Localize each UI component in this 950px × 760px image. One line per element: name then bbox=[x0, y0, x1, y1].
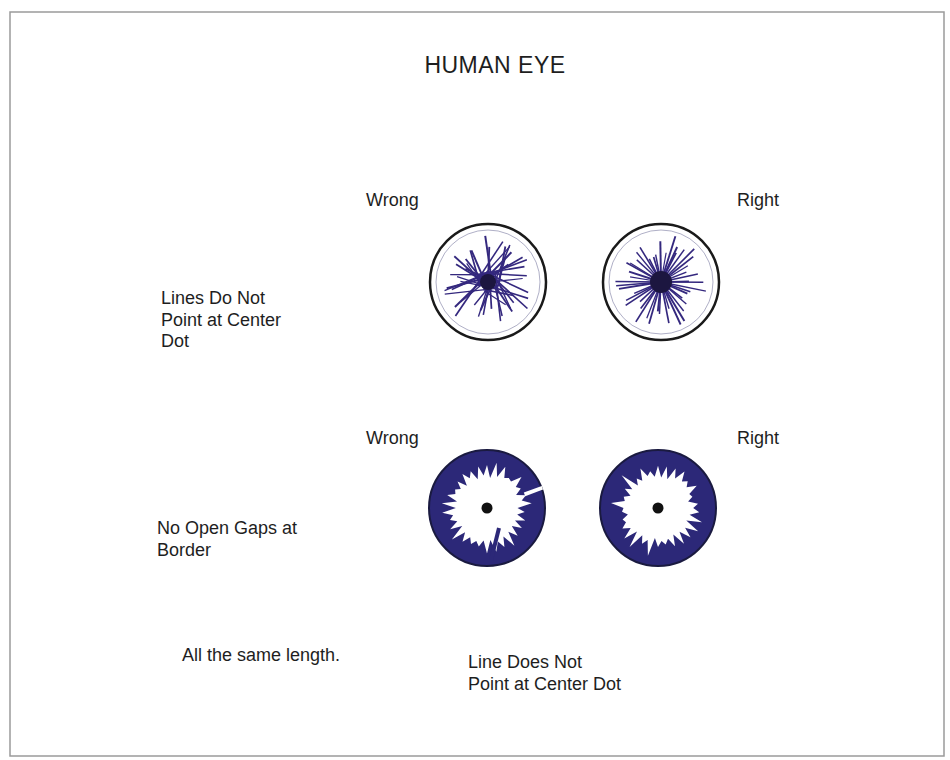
iris-pattern bbox=[611, 466, 702, 556]
verdict-label: Right bbox=[737, 190, 817, 212]
eye-inner-ring bbox=[609, 230, 713, 334]
note-label: No Open Gaps at Border bbox=[157, 518, 327, 561]
eye-outline bbox=[603, 224, 719, 340]
diagram-title: HUMAN EYE bbox=[345, 52, 645, 80]
iris-pattern bbox=[442, 463, 532, 554]
verdict-label: Wrong bbox=[366, 428, 456, 450]
eye-disc bbox=[600, 450, 716, 566]
center-dot bbox=[653, 503, 664, 514]
eye-samples bbox=[429, 224, 719, 566]
verdict-label: Wrong bbox=[366, 190, 456, 212]
center-dot bbox=[650, 271, 672, 293]
stray-line bbox=[491, 528, 499, 560]
eye-outline bbox=[430, 224, 546, 340]
note-label: Lines Do Not Point at Center Dot bbox=[161, 288, 311, 353]
eye-disc bbox=[429, 450, 545, 566]
note-label: All the same length. bbox=[182, 645, 402, 667]
page-frame bbox=[10, 12, 944, 756]
note-label: Line Does Not Point at Center Dot bbox=[468, 652, 628, 695]
border-gap bbox=[524, 486, 543, 496]
center-dot bbox=[482, 503, 493, 514]
iris-line bbox=[479, 267, 525, 275]
center-dot bbox=[480, 274, 496, 290]
verdict-label: Right bbox=[737, 428, 817, 450]
eye-inner-ring bbox=[436, 230, 540, 334]
